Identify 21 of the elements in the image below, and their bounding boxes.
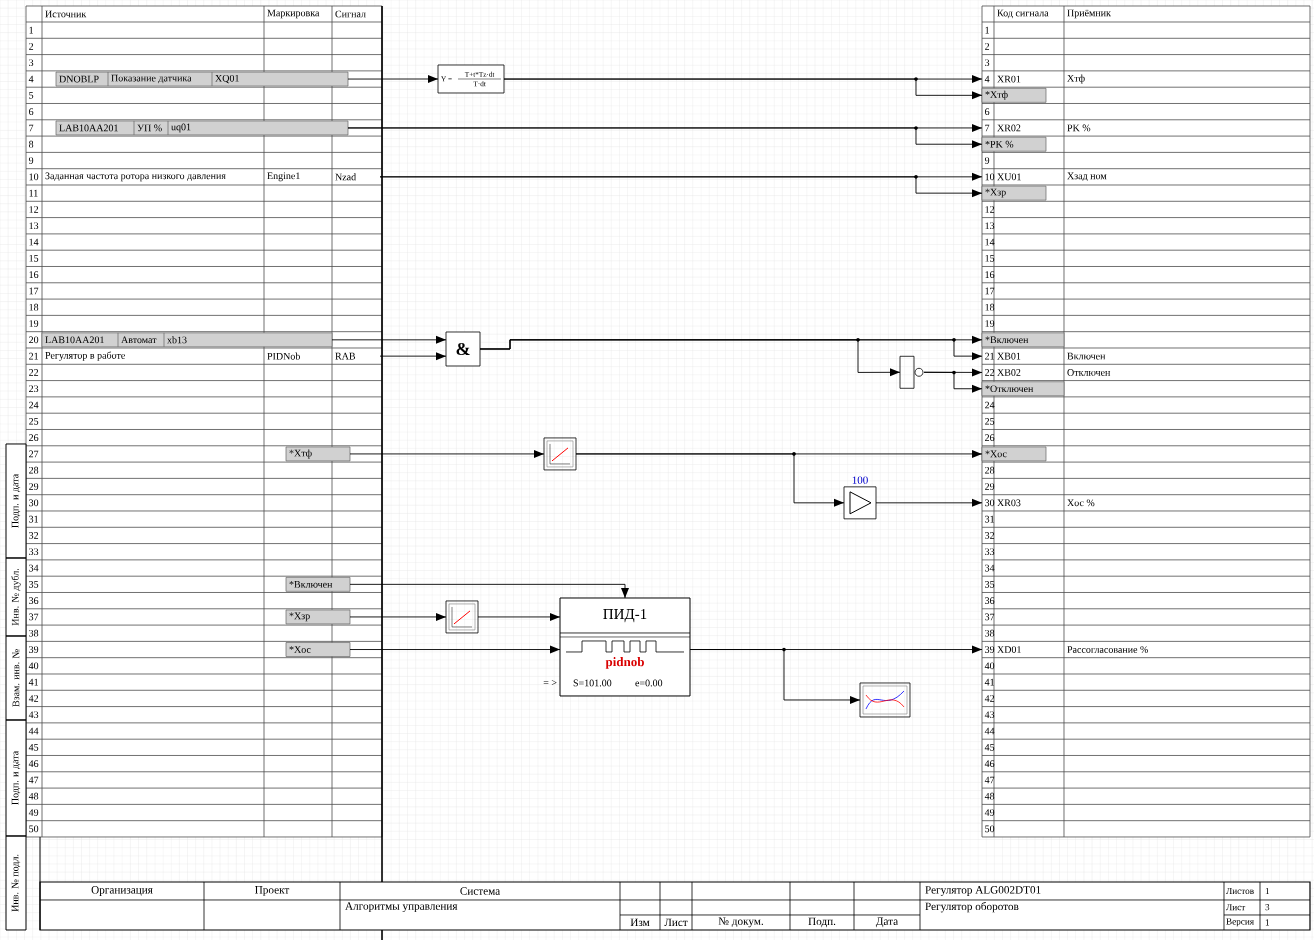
- arrow: [503, 78, 983, 100]
- arrow: [347, 75, 439, 83]
- inverter-block: [899, 355, 924, 389]
- arrow: [379, 176, 983, 198]
- arrow: [575, 453, 845, 507]
- ramp-block: [543, 437, 577, 471]
- arrow: [349, 645, 561, 654]
- arrow: [379, 352, 447, 361]
- trend-block: [859, 682, 911, 718]
- arrow: [349, 583, 629, 599]
- arrow: [331, 335, 447, 344]
- and-gate: &: [445, 331, 481, 367]
- ramp-block: [445, 600, 479, 634]
- arrow: [349, 612, 447, 621]
- arrow: [477, 612, 561, 621]
- arrow: [689, 649, 861, 704]
- arrow: [923, 371, 983, 393]
- arrow: [347, 127, 983, 149]
- arrow: [479, 339, 901, 377]
- arrow: [349, 449, 545, 458]
- arrow: [875, 498, 983, 507]
